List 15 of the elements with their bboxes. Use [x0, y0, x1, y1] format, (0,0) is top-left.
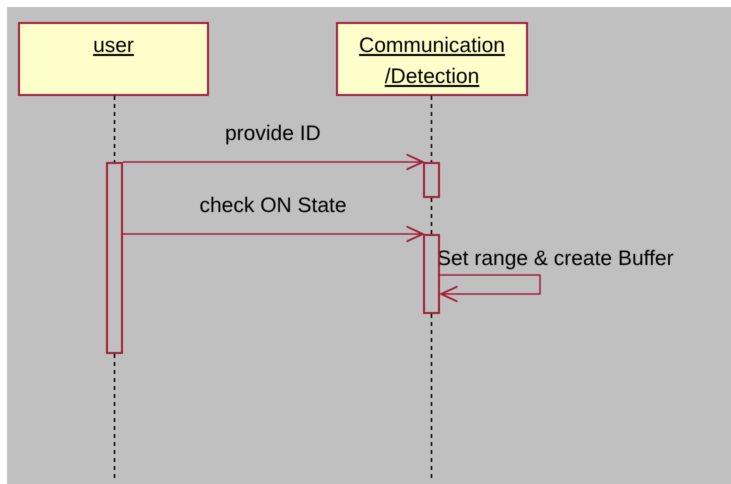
activation-bar [423, 234, 440, 314]
message-arrow [123, 154, 424, 170]
lifeline [430, 96, 432, 162]
message-arrow [123, 226, 424, 242]
message-label: check ON State [200, 194, 347, 218]
object-name: Communication /Detection [359, 34, 505, 88]
activation-bar [106, 162, 123, 354]
object-box [18, 22, 209, 96]
message-label: provide ID [225, 122, 321, 146]
activation-bar [423, 162, 440, 198]
object-box [336, 22, 528, 96]
self-message-arrow [440, 274, 541, 302]
lifeline [430, 198, 432, 234]
lifeline [114, 96, 116, 162]
object-name: user [93, 34, 134, 57]
